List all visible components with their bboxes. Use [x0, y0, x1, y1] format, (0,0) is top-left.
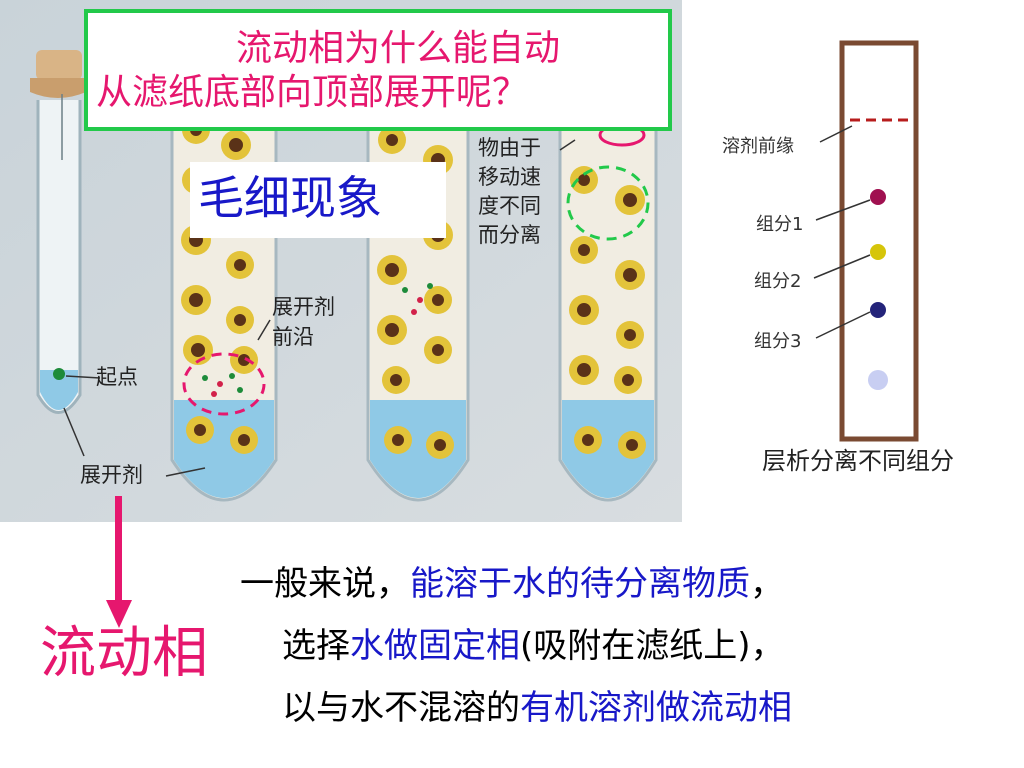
tube-1: [170, 100, 278, 502]
front-label-line1: 展开剂: [272, 295, 335, 319]
down-arrow-icon: [106, 496, 132, 628]
question-line-2: 从滤纸底部向顶部展开呢？: [96, 72, 529, 113]
tube-3-solvent: [562, 400, 654, 498]
body-line-2-part-3: (吸附在滤纸上)，: [520, 626, 785, 666]
tube-2: [366, 100, 470, 502]
origin-dot: [53, 368, 65, 380]
chromatogram-caption: 层析分离不同组分: [762, 447, 954, 475]
origin-label: 起点: [96, 365, 138, 389]
question-box: 流动相为什么能自动 从滤纸底部向顶部展开呢？: [84, 9, 672, 131]
front-label-line2: 前沿: [272, 325, 314, 349]
separation-label: 物由于移动速度不同而分离: [478, 136, 541, 247]
tube-3: [558, 100, 658, 502]
tube-2-solvent: [370, 400, 466, 498]
mobile-phase-label: 流动相: [40, 621, 208, 686]
body-line-2-part-1: 选择: [282, 626, 350, 666]
chromatogram-diagram: [813, 40, 919, 442]
origin-spot: [868, 370, 888, 390]
body-line-3-part-1: 以与水不混溶的: [282, 688, 520, 728]
cork-stopper: [36, 50, 82, 80]
question-line-1: 流动相为什么能自动: [236, 28, 561, 69]
solvent-front-label: 溶剂前缘: [722, 136, 794, 157]
body-line-2: 选择水做固定相(吸附在滤纸上)，: [282, 626, 785, 666]
component-3-label: 组分3: [754, 331, 802, 352]
component-1-spot: [870, 189, 886, 205]
body-line-1-part-2: 能溶于水的待分离物质: [410, 564, 750, 604]
component-1-label: 组分1: [756, 214, 804, 235]
tube-1-sample-circle: [182, 352, 266, 416]
developer-label: 展开剂: [80, 463, 143, 487]
body-line-3: 以与水不混溶的有机溶剂做流动相: [282, 688, 792, 728]
body-line-2-part-2: 水做固定相: [350, 626, 520, 666]
body-line-3-part-2: 有机溶剂做流动相: [520, 688, 792, 728]
developer-liquid: [40, 370, 78, 410]
body-line-1-part-3: ，: [750, 564, 784, 604]
left-test-tube: [30, 50, 86, 414]
capillary-box: 毛细现象: [190, 162, 446, 238]
capillary-label: 毛细现象: [198, 171, 382, 225]
component-2-spot: [870, 244, 886, 260]
body-line-1: 一般来说，能溶于水的待分离物质，: [240, 564, 784, 604]
body-line-1-part-1: 一般来说，: [240, 564, 410, 604]
component-3-spot: [870, 302, 886, 318]
tube-3-separation-circle: [566, 165, 650, 241]
component-2-label: 组分2: [754, 271, 802, 292]
